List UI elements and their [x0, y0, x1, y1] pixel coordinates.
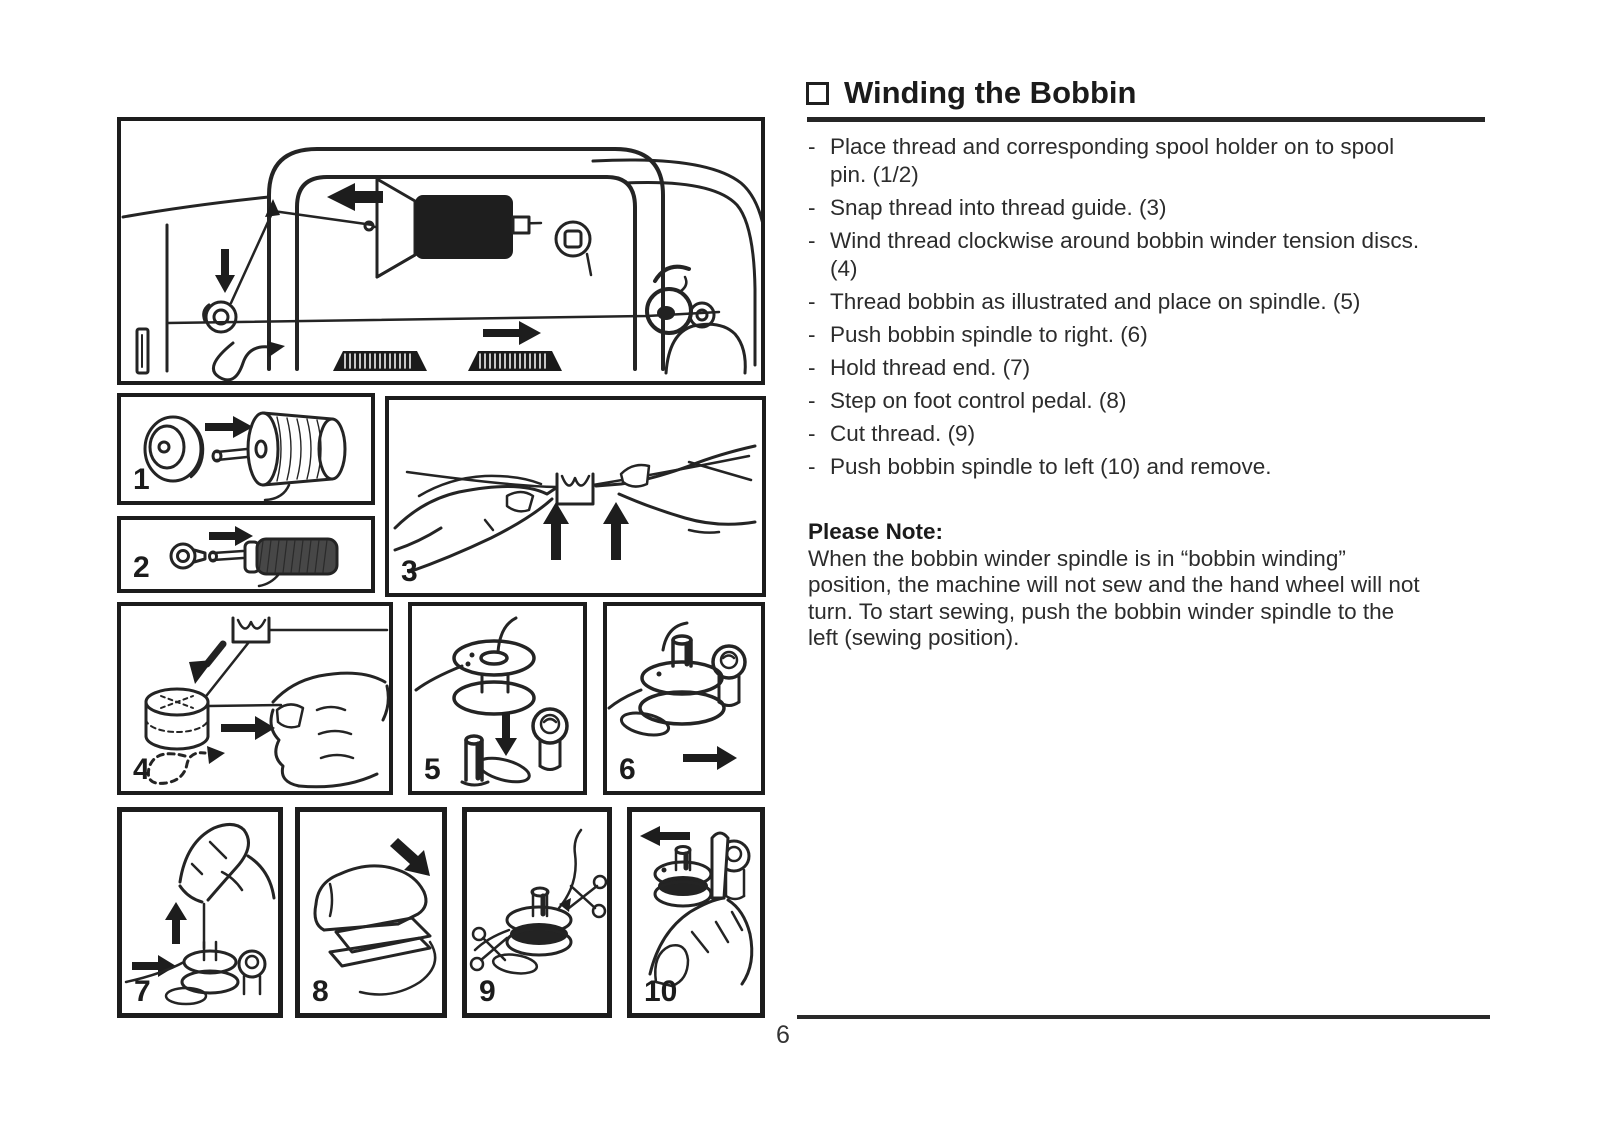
panel-8-illustration	[313, 838, 437, 996]
panel-5-label: 5	[424, 753, 441, 786]
panel-3-label: 3	[401, 555, 418, 588]
panel-4-tension-disc-wind: 4	[117, 602, 393, 795]
panel-10-illustration	[640, 826, 754, 988]
list-item: -Wind thread clockwise around bobbin win…	[808, 227, 1468, 283]
page-number: 6	[776, 1021, 790, 1049]
panel-2-illustration	[169, 526, 339, 588]
list-item: -Push bobbin spindle to right. (6)	[808, 321, 1468, 349]
panel-3-illustration	[393, 444, 757, 574]
section-header: Winding the Bobbin	[806, 75, 1136, 111]
footer-rule	[797, 1015, 1490, 1019]
list-item: -Cut thread. (9)	[808, 420, 1468, 448]
bullet: -	[808, 355, 816, 380]
panel-10-remove-bobbin: 10	[627, 807, 765, 1018]
bullet: -	[808, 228, 816, 253]
please-note: Please Note: When the bobbin winder spin…	[808, 519, 1424, 652]
panel-1-spool-holder-large: 1	[117, 393, 375, 505]
list-item: -Place thread and corresponding spool ho…	[808, 133, 1468, 189]
step-text: Cut thread. (9)	[830, 421, 976, 446]
panel-5-thread-bobbin-spindle: 5	[408, 602, 587, 795]
panel-7-hold-thread-end: 7	[117, 807, 283, 1018]
list-item: -Push bobbin spindle to left (10) and re…	[808, 453, 1468, 481]
bullet: -	[808, 134, 816, 159]
title-rule	[807, 117, 1485, 122]
step-text: Wind thread clockwise around bobbin wind…	[830, 228, 1420, 281]
panel-1-illustration	[143, 411, 347, 501]
bullet: -	[808, 322, 816, 347]
step-text: Hold thread end. (7)	[830, 355, 1031, 380]
list-item: -Snap thread into thread guide. (3)	[808, 194, 1468, 222]
panel-7-illustration	[124, 823, 276, 1006]
note-heading: Please Note:	[808, 519, 944, 544]
bullet: -	[808, 421, 816, 446]
panel-6-illustration	[607, 621, 747, 770]
bullet: -	[808, 195, 816, 220]
list-item: -Step on foot control pedal. (8)	[808, 387, 1468, 415]
bullet: -	[808, 454, 816, 479]
panel-9-illustration	[469, 828, 607, 975]
panel-4-illustration	[144, 616, 389, 789]
section-title: Winding the Bobbin	[844, 75, 1137, 110]
panel-10-label: 10	[644, 975, 678, 1008]
list-item: -Thread bobbin as illustrated and place …	[808, 288, 1468, 316]
panel-9-label: 9	[479, 975, 496, 1008]
list-item: -Hold thread end. (7)	[808, 354, 1468, 382]
instruction-list: -Place thread and corresponding spool ho…	[808, 133, 1468, 486]
step-text: Place thread and corresponding spool hol…	[830, 134, 1395, 187]
step-text: Push bobbin spindle to left (10) and rem…	[830, 454, 1272, 479]
bullet: -	[808, 289, 816, 314]
panel-1-label: 1	[133, 463, 150, 496]
step-text: Snap thread into thread guide. (3)	[830, 195, 1167, 220]
bullet: -	[808, 388, 816, 413]
machine-top-diagram	[117, 117, 765, 385]
machine-top-illustration	[121, 147, 761, 381]
panel-2-spool-holder-small: 2	[117, 516, 375, 593]
panel-5-illustration	[414, 616, 569, 787]
panel-6-label: 6	[619, 753, 636, 786]
section-checkbox-icon	[806, 81, 829, 105]
step-text: Thread bobbin as illustrated and place o…	[830, 289, 1361, 314]
step-text: Push bobbin spindle to right. (6)	[830, 322, 1148, 347]
panel-6-push-spindle-right: 6	[603, 602, 765, 795]
panel-9-cut-thread: 9	[462, 807, 612, 1018]
panel-4-label: 4	[133, 753, 150, 786]
note-body: When the bobbin winder spindle is in “bo…	[808, 545, 1420, 651]
panel-8-foot-control-pedal: 8	[295, 807, 447, 1018]
panel-3-thread-guide-snap: 3	[385, 396, 766, 597]
panel-7-label: 7	[134, 975, 151, 1008]
panel-8-label: 8	[312, 975, 329, 1008]
panel-2-label: 2	[133, 551, 150, 584]
step-text: Step on foot control pedal. (8)	[830, 388, 1127, 413]
